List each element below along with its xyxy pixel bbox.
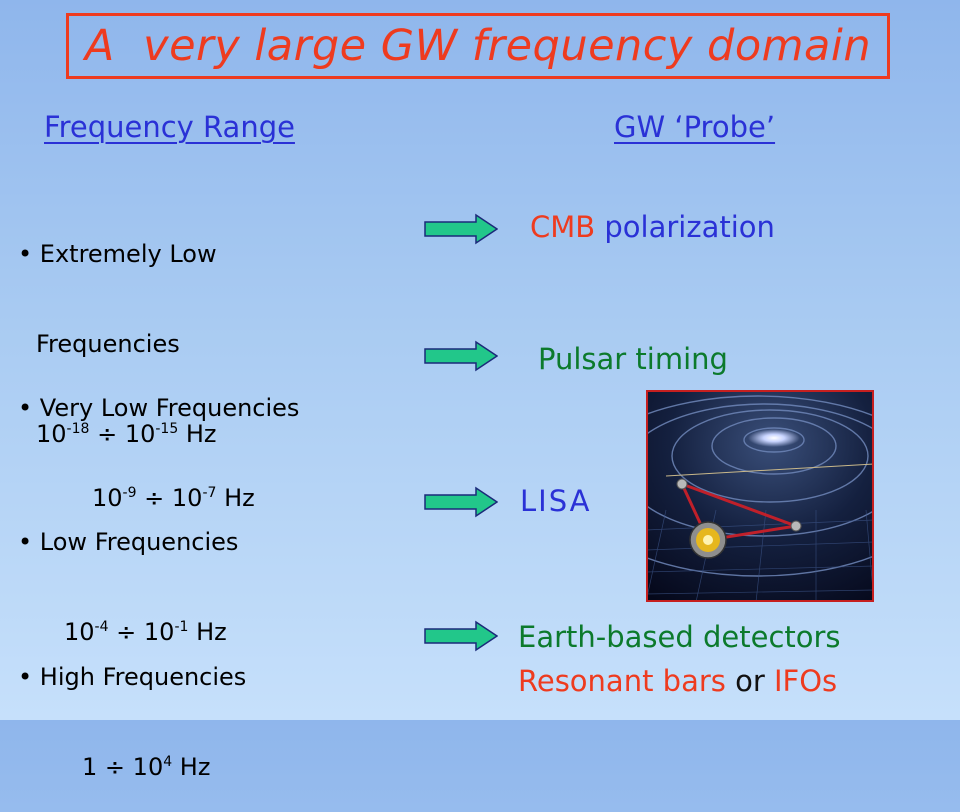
band-range: 10-9 ÷ 10-7 Hz xyxy=(92,484,255,512)
probe-earth-based: Earth-based detectors xyxy=(518,620,841,654)
band-low: • Low Frequencies 10-4 ÷ 10-1 Hz xyxy=(18,467,238,677)
right-arrow-icon xyxy=(424,213,498,245)
or-word: or xyxy=(725,664,774,698)
band-name: Low Frequencies xyxy=(39,528,239,556)
band-name-line-2: Frequencies xyxy=(36,330,180,358)
band-range: 10-4 ÷ 10-1 Hz xyxy=(64,618,227,646)
band-range: 1 ÷ 104 Hz xyxy=(82,753,211,781)
right-arrow-icon xyxy=(424,340,498,372)
probe-pulsar: Pulsar timing xyxy=(538,342,728,376)
page-title: A very large GW frequency domain xyxy=(84,21,872,71)
frequency-range-heading: Frequency Range xyxy=(44,110,295,144)
bullet: • xyxy=(18,240,33,268)
lisa-spacetime-illustration xyxy=(646,390,874,602)
bullet: • xyxy=(18,394,33,422)
band-extremely-low: • Extremely Low Frequencies 10-18 ÷ 10-1… xyxy=(18,179,217,479)
probe-resonant-ifos: Resonant bars or IFOs xyxy=(518,664,837,698)
right-arrow-icon xyxy=(424,486,498,518)
probe-heading: GW ‘Probe’ xyxy=(614,110,776,144)
bullet: • xyxy=(18,528,33,556)
resonant-bars: Resonant bars xyxy=(518,664,726,698)
band-name: High Frequencies xyxy=(39,663,247,691)
probe-lisa: LISA xyxy=(520,484,592,518)
title-box: A very large GW frequency domain xyxy=(66,13,890,79)
band-very-low: • Very Low Frequencies 10-9 ÷ 10-7 Hz xyxy=(18,333,299,543)
band-high: • High Frequencies 1 ÷ 104 Hz xyxy=(18,602,246,812)
right-arrow-icon xyxy=(424,620,498,652)
band-name: Very Low Frequencies xyxy=(39,394,300,422)
cmb-word: CMB xyxy=(530,210,596,244)
probe-cmb: CMB polarization xyxy=(530,210,775,244)
ifos: IFOs xyxy=(773,664,838,698)
band-name-line-1: Extremely Low xyxy=(39,240,217,268)
band-range: 10-18 ÷ 10-15 Hz xyxy=(36,420,217,448)
bullet: • xyxy=(18,663,33,691)
cmb-rest: polarization xyxy=(595,210,775,244)
